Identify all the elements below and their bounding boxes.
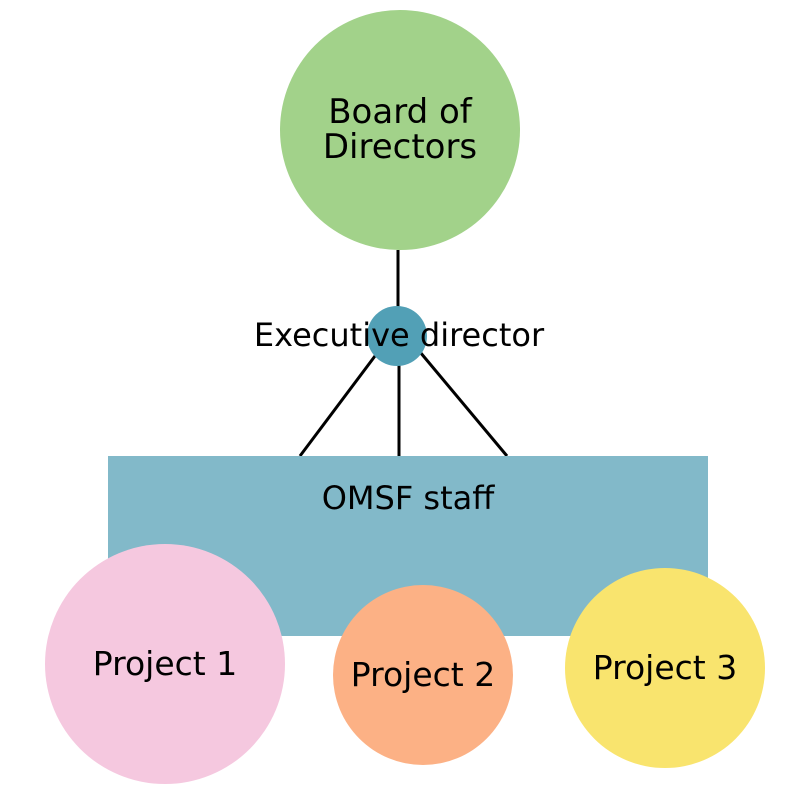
project-1-node: [45, 544, 285, 784]
executive-node: [367, 306, 427, 366]
connector-executive-staff-right: [418, 351, 509, 457]
project-2-node: [333, 585, 513, 765]
connector-executive-staff-left: [298, 351, 380, 457]
board-node: [280, 10, 520, 250]
project-3-node: [565, 568, 765, 768]
